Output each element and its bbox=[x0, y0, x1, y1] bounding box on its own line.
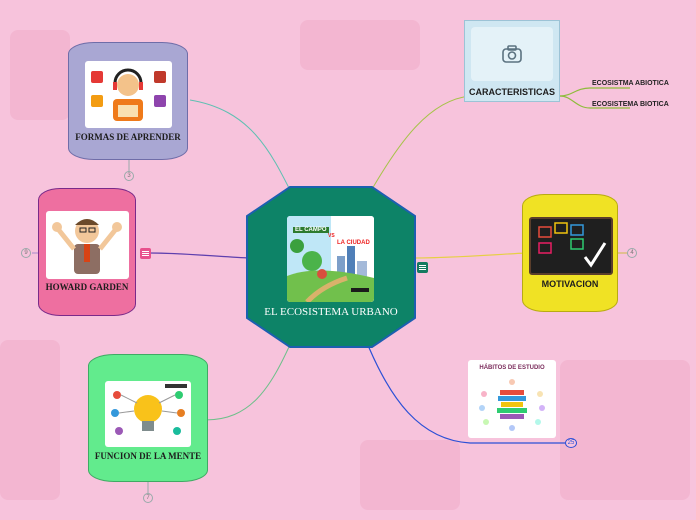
formas-image bbox=[85, 61, 172, 128]
campo-vs-ciudad-image: EL CAMPO VS LA CIUDAD bbox=[287, 216, 374, 302]
howard-title: HOWARD GARDEN bbox=[45, 282, 129, 292]
funcion-count-badge[interactable]: 7 bbox=[143, 493, 153, 503]
leaf-ecosistema-biotica[interactable]: ECOSISTEMA BIOTICA bbox=[592, 101, 669, 108]
formas-count-badge[interactable]: 3 bbox=[124, 171, 134, 181]
branch-caracteristicas[interactable]: CARACTERISTICAS bbox=[464, 20, 560, 102]
caracteristicas-image-placeholder bbox=[471, 27, 553, 81]
background-decoration bbox=[300, 20, 420, 70]
branch-motivacion[interactable]: MOTIVACION bbox=[522, 194, 618, 312]
lightbulb-infographic-icon bbox=[111, 384, 187, 435]
background-decoration bbox=[0, 340, 60, 500]
branch-habitos-de-estudio[interactable]: HÁBITOS DE ESTUDIO bbox=[468, 360, 556, 438]
howard-image bbox=[46, 211, 129, 279]
motivacion-image bbox=[529, 217, 613, 275]
central-node[interactable]: EL CAMPO VS LA CIUDAD EL ECOSISTEMA URBA… bbox=[246, 186, 416, 348]
branch-funcion-de-la-mente[interactable]: FUNCION DE LA MENTE bbox=[88, 354, 208, 482]
howard-menu-icon[interactable] bbox=[140, 248, 151, 259]
funcion-title: FUNCION DE LA MENTE bbox=[94, 451, 202, 461]
book-stack-icon bbox=[479, 379, 545, 431]
leaf-ecosistema-abiotica[interactable]: ECOSISTMA ABIOTICA bbox=[592, 80, 669, 87]
background-decoration bbox=[10, 30, 70, 120]
formas-title: FORMAS DE APRENDER bbox=[75, 132, 181, 142]
branch-howard-garden[interactable]: HOWARD GARDEN bbox=[38, 188, 136, 316]
background-decoration bbox=[360, 440, 460, 510]
background-decoration bbox=[560, 360, 690, 500]
funcion-image bbox=[105, 381, 191, 447]
cartoon-man-waving-icon bbox=[52, 219, 122, 274]
howard-count-badge[interactable]: 9 bbox=[21, 248, 31, 258]
habitos-title: HÁBITOS DE ESTUDIO bbox=[479, 365, 545, 371]
habitos-count-badge[interactable]: 25 bbox=[565, 438, 577, 448]
landscape-illustration bbox=[287, 216, 374, 302]
caracteristicas-title: CARACTERISTICAS bbox=[468, 87, 555, 97]
central-title: EL ECOSISTEMA URBANO bbox=[264, 306, 398, 318]
image-text-campo: EL CAMPO bbox=[293, 227, 329, 233]
camera-icon bbox=[502, 45, 522, 63]
image-text-vs: VS bbox=[328, 233, 335, 239]
person-with-headphones-icon bbox=[91, 68, 166, 121]
image-text-ciudad: LA CIUDAD bbox=[337, 240, 370, 246]
motivacion-title: MOTIVACION bbox=[541, 279, 599, 289]
branch-formas-de-aprender[interactable]: FORMAS DE APRENDER bbox=[68, 42, 188, 160]
central-menu-icon[interactable] bbox=[417, 262, 428, 273]
motivacion-count-badge[interactable]: 4 bbox=[627, 248, 637, 258]
chalkboard-emotions-icon bbox=[538, 222, 607, 268]
